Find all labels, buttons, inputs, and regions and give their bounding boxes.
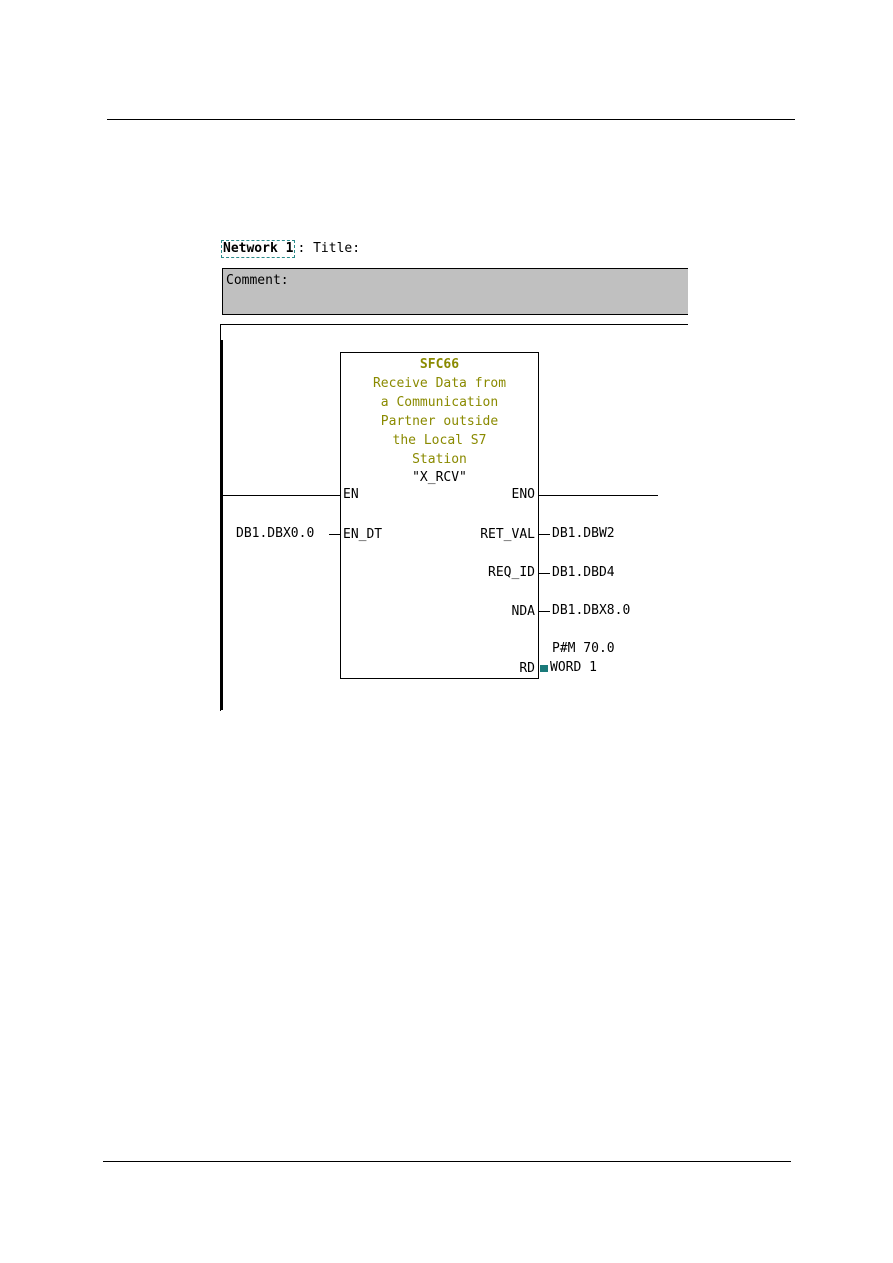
network-title[interactable]: : Title: [297,241,361,256]
page-header-rule [107,119,795,120]
block-description-line: Receive Data from [372,376,507,391]
page-footer-rule [103,1161,791,1162]
pin-eno: ENO [511,487,535,502]
rd-connector-marker [540,665,548,672]
ret-val-connector [539,534,550,535]
rd-operand-line1[interactable]: P#M 70.0 [552,641,615,656]
pin-req-id: REQ_ID [488,565,535,580]
network-label[interactable]: Network 1 [221,240,296,258]
block-description-line: a Communication [380,395,499,410]
ret-val-operand[interactable]: DB1.DBW2 [552,526,615,541]
pin-ret-val: RET_VAL [480,527,535,542]
function-block[interactable]: SFC66 Receive Data from a Communication … [340,352,539,679]
req-id-operand[interactable]: DB1.DBD4 [552,565,615,580]
pin-en-dt: EN_DT [343,527,383,542]
block-description-line: Partner outside [380,414,499,429]
network-header: Network 1: Title: [221,240,360,258]
en-dt-connector [329,534,340,535]
pin-nda: NDA [511,604,535,619]
en-dt-operand[interactable]: DB1.DBX0.0 [236,526,315,541]
req-id-connector [539,573,550,574]
comment-label: Comment: [226,273,289,288]
network-frame [220,324,688,711]
pin-en: EN [343,487,359,502]
nda-operand[interactable]: DB1.DBX8.0 [552,603,631,618]
block-type: SFC66 [419,357,460,372]
network-comment-box[interactable]: Comment: [222,268,688,315]
nda-connector [539,611,550,612]
block-symbol: "X_RCV" [412,470,467,485]
ladder-editor: Network 1: Title: Comment: SFC66 Receive… [218,236,688,711]
pin-rd: RD [519,661,535,676]
rd-operand-line2[interactable]: WORD 1 [550,660,597,675]
eno-output-wire [539,495,658,496]
power-rail [221,340,223,710]
block-description-line: Station [412,452,467,467]
en-input-wire [223,495,340,496]
block-description-line: the Local S7 [392,433,487,448]
